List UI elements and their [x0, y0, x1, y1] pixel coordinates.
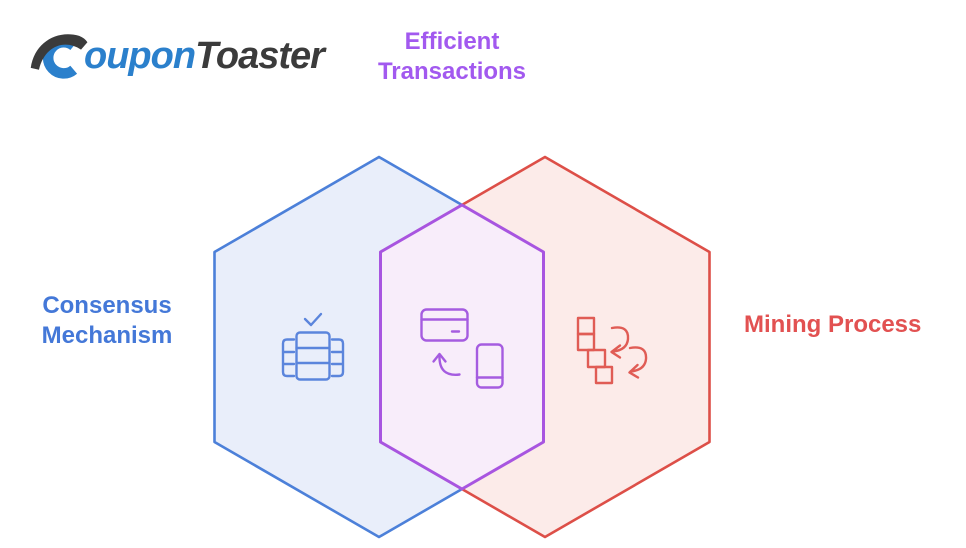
label-mining-process: Mining Process: [744, 311, 922, 338]
label-efficient-transactions: Efficient Transactions: [377, 28, 527, 85]
phone-icon: [475, 343, 504, 389]
logo-text-toaster: Toaster: [195, 35, 325, 77]
ledger-verified-icon: [281, 312, 345, 381]
up-arrow-icon: [438, 354, 461, 376]
blockchain-cycle-icon: [576, 316, 648, 385]
label-consensus-mechanism: Consensus Mechanism: [41, 292, 173, 349]
credit-card-icon: [420, 308, 469, 342]
logo-swoosh: [30, 34, 88, 70]
check-icon: [303, 312, 323, 327]
card-phone-payment-icon: [420, 308, 504, 389]
cycle-arrow-top-icon: [610, 326, 630, 353]
logo-text-coupon: oupon: [84, 35, 196, 77]
logo: oupon Toaster: [28, 25, 325, 87]
overlap-hexagon: [379, 203, 545, 491]
cycle-arrow-bottom-icon: [628, 346, 648, 373]
logo-c-mark: [30, 34, 88, 79]
